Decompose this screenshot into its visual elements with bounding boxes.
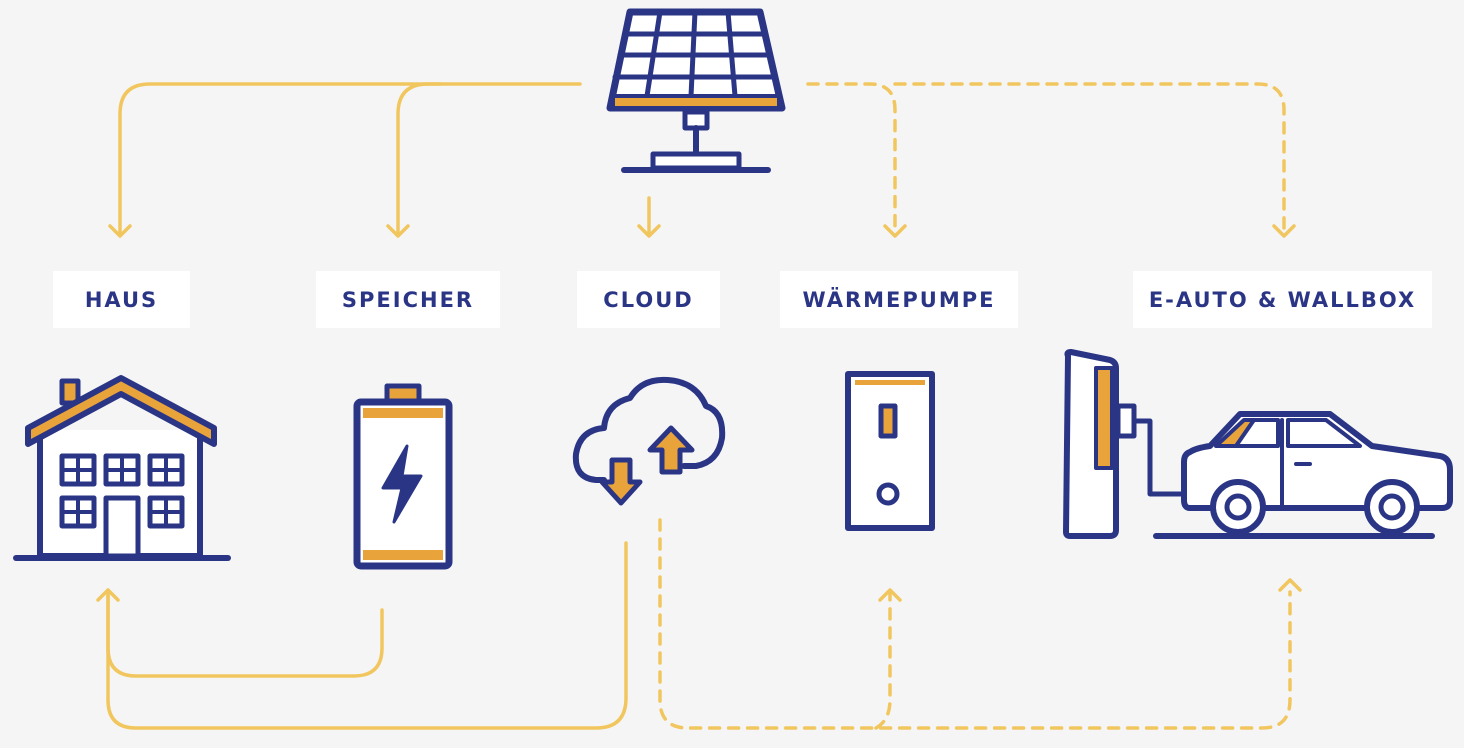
- flow-solar-to-haus: [118, 82, 582, 236]
- arrowhead-haus: [108, 224, 132, 238]
- label-cloud-text: CLOUD: [603, 287, 694, 312]
- arrowhead-waermepumpe-return: [878, 588, 902, 602]
- flow-cloud-to-eauto: [658, 518, 1292, 730]
- arrowhead-speicher: [386, 224, 410, 238]
- arrowhead-eauto-return: [1278, 578, 1302, 592]
- arrowhead-waermepumpe: [883, 224, 907, 238]
- label-cloud: CLOUD: [577, 271, 720, 328]
- label-haus: HAUS: [53, 271, 190, 328]
- arrowhead-cloud: [637, 224, 661, 238]
- cloud-upload-download-icon: [572, 376, 726, 506]
- flow-solar-to-speicher: [396, 82, 442, 236]
- flow-cloud-to-haus: [106, 541, 628, 730]
- label-speicher: SPEICHER: [316, 271, 500, 328]
- arrowhead-eauto: [1272, 224, 1296, 238]
- label-speicher-text: SPEICHER: [341, 287, 475, 312]
- label-waermepumpe-text: WÄRMEPUMPE: [802, 287, 996, 312]
- arrowhead-haus-return: [96, 588, 120, 602]
- electric-car-wallbox-icon: [1063, 349, 1453, 539]
- battery-icon: [353, 383, 453, 570]
- solar-panel-icon: [606, 8, 786, 173]
- label-haus-text: HAUS: [84, 287, 159, 312]
- flow-cloud-to-waermepumpe: [874, 590, 892, 730]
- flow-speicher-to-haus: [106, 590, 384, 678]
- flow-solar-to-eauto: [893, 82, 1286, 234]
- heat-pump-icon: [845, 371, 935, 531]
- label-waermepumpe: WÄRMEPUMPE: [780, 271, 1018, 328]
- house-icon: [13, 375, 231, 561]
- label-eauto-text: E-AUTO & WALLBOX: [1148, 287, 1417, 312]
- label-eauto: E-AUTO & WALLBOX: [1133, 271, 1432, 328]
- flow-solar-to-waermepumpe: [806, 82, 897, 234]
